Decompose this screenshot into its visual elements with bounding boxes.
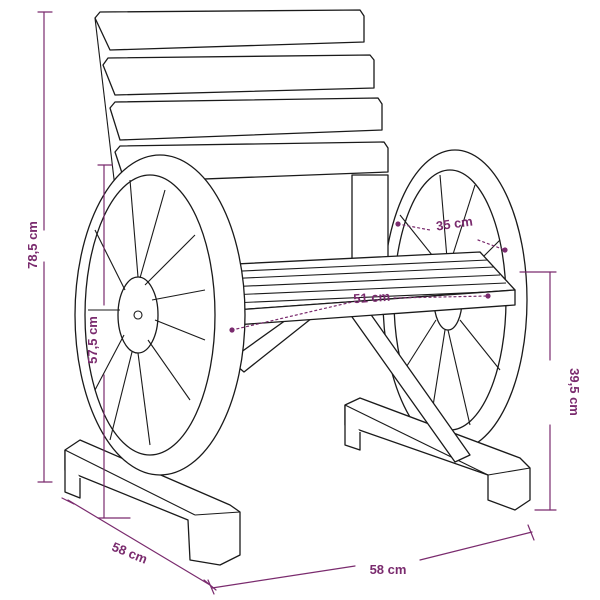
seat-height-label: 57,5 cm (85, 316, 100, 364)
seat-width-end-a (229, 327, 235, 333)
width-label: 58 cm (370, 562, 407, 577)
depth-line (67, 499, 211, 586)
seat-depth-end-a (395, 221, 401, 227)
depth-label: 58 cm (110, 539, 150, 567)
dimension-lines (37, 11, 557, 595)
seat-depth-end-b (502, 247, 508, 253)
front-runner (64, 439, 241, 566)
seat-width-end-b (485, 293, 491, 299)
total-height-label: 78,5 cm (25, 221, 40, 269)
width-tick-a (207, 579, 215, 595)
width-line-b (419, 531, 533, 561)
seat-depth-line-b (477, 239, 506, 251)
seat-depth-label: 35 cm (435, 214, 474, 234)
backrest (94, 9, 389, 231)
width-line-a (211, 565, 356, 589)
seat-width-line-b (393, 295, 489, 299)
chair-illustration (64, 9, 531, 566)
depth-tick-a (61, 497, 75, 505)
seat-width-line-a (231, 301, 353, 331)
width-tick-b (527, 524, 535, 541)
armrest-height-label: 39,5 cm (567, 368, 582, 416)
seat (214, 251, 516, 326)
seat-width-label: 51 cm (353, 289, 391, 307)
left-wheel (74, 154, 246, 476)
seat-depth-line-a (397, 223, 431, 231)
